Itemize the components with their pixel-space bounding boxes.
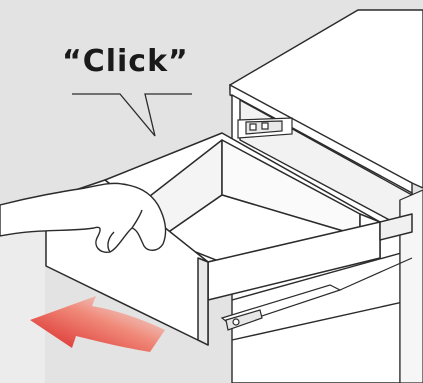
top-drawer-slide (238, 118, 292, 138)
drawer-front-edge (198, 258, 208, 345)
click-callout-text: “Click” (62, 44, 189, 79)
